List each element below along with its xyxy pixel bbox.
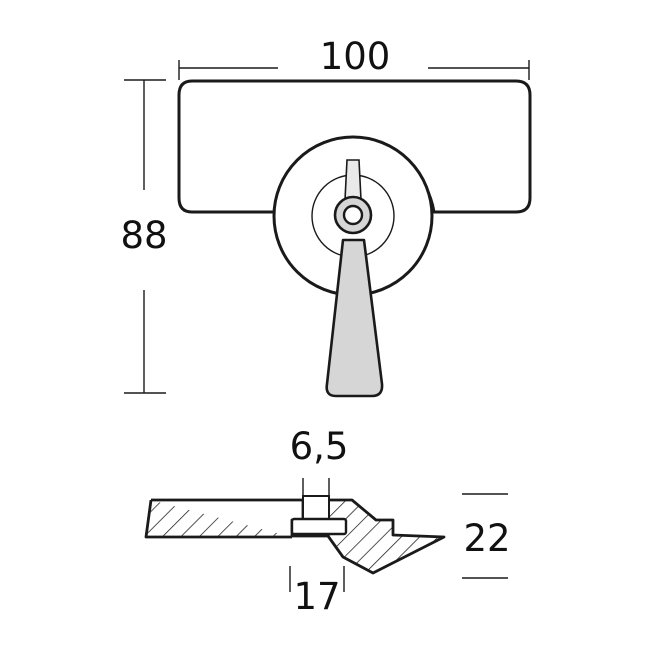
fastener-hole <box>342 204 364 226</box>
bore <box>302 495 330 521</box>
locking-tab <box>344 159 362 201</box>
hole-dimension: 6,5 <box>290 425 349 520</box>
boss-width-label: 17 <box>293 575 340 618</box>
section-view: 6,5 22 17 <box>144 425 511 618</box>
hole-label: 6,5 <box>290 425 349 468</box>
width-label: 100 <box>320 35 391 78</box>
bolt-seat <box>290 517 348 536</box>
height-dimension: 88 <box>120 79 168 394</box>
height-label: 88 <box>120 214 167 257</box>
side-height-dimension: 22 <box>462 493 511 579</box>
boss-width-dimension: 17 <box>289 566 345 618</box>
width-dimension: 100 <box>178 35 530 80</box>
top-view: 100 88 <box>120 35 532 398</box>
section-body <box>144 498 446 575</box>
side-height-label: 22 <box>463 517 510 560</box>
lever-handle <box>325 238 384 398</box>
